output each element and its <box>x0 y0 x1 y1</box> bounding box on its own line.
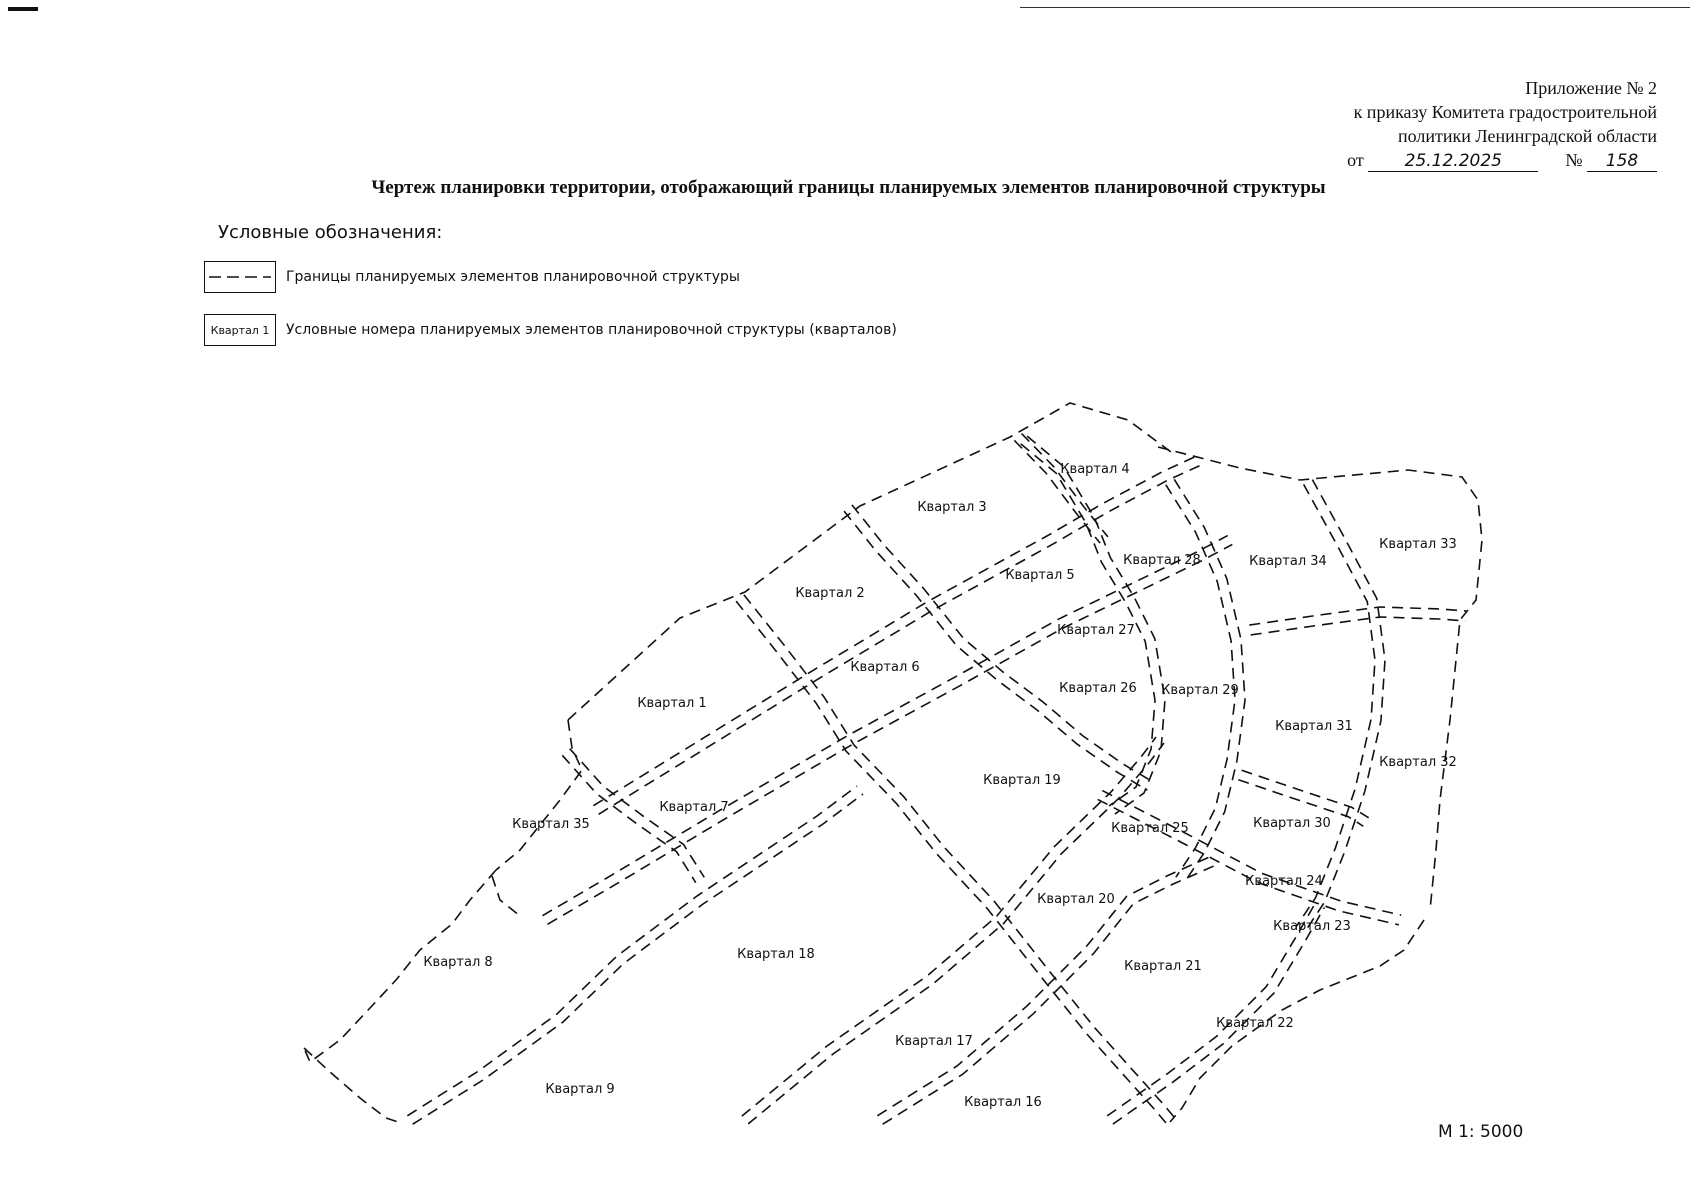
road-diagonal-south-1-edge-a <box>747 742 1165 1125</box>
outer-boundary-southeast <box>1169 919 1425 1123</box>
order-number: 158 <box>1587 151 1657 172</box>
quarter-label: Квартал 17 <box>895 1034 973 1049</box>
quarter-label: Квартал 35 <box>512 817 590 832</box>
legend-boundary-text: Границы планируемых элементов планировоч… <box>286 269 740 285</box>
quarter-label: Квартал 4 <box>1060 462 1129 477</box>
road-quarter-4-west-edge-a <box>1013 439 1101 544</box>
top-rule-line <box>1020 7 1690 8</box>
road-east-lower-edge-b <box>1241 769 1370 819</box>
road-diagonal-south-2-edge-b <box>876 854 1214 1117</box>
road-quarter-35-edge-a <box>561 754 697 884</box>
quarter-label: Квартал 27 <box>1057 623 1135 638</box>
quarter-label: Квартал 32 <box>1379 755 1457 770</box>
legend-item-boundary: Границы планируемых элементов планировоч… <box>204 261 740 293</box>
road-quarter-35-edge-b <box>569 748 705 878</box>
quarter-label: Квартал 22 <box>1216 1016 1294 1031</box>
quarter-label: Квартал 7 <box>659 800 728 815</box>
outer-boundary-north <box>567 402 1176 721</box>
quarter-label: Квартал 31 <box>1275 719 1353 734</box>
quarter-label: Квартал 2 <box>795 586 864 601</box>
quarter-number-symbol: Квартал 1 <box>204 314 276 346</box>
quarter-35-south-edge <box>491 875 521 917</box>
road-south-east-edge-b <box>1101 789 1402 916</box>
appendix-header: Приложение № 2 к приказу Комитета градос… <box>1347 76 1657 172</box>
appendix-line-2: к приказу Комитета градостроительной <box>1353 102 1657 122</box>
quarter-labels: Квартал 1 Квартал 2 Квартал 3 Квартал 4 Квар… <box>423 462 1457 1110</box>
order-date: 25.12.2025 <box>1368 151 1539 172</box>
legend-quarter-number-text: Условные номера планируемых элементов пл… <box>286 322 897 338</box>
quarter-label: Квартал 6 <box>850 660 919 675</box>
road-diagonal-middle-edge-a <box>547 543 1233 926</box>
road-ring-outer-edge-a <box>1295 484 1376 928</box>
appendix-line-1: Приложение № 2 <box>1525 78 1657 98</box>
road-ring-outer-edge-b <box>1303 479 1386 934</box>
road-north-south-east-edge-a <box>843 510 1148 791</box>
number-prefix: № <box>1565 150 1583 170</box>
legend-heading: Условные обозначения: <box>218 222 443 243</box>
road-quarter-4-west-edge-b <box>1021 432 1109 538</box>
road-east-cross-edge-b <box>1249 606 1467 626</box>
quarter-label: Квартал 9 <box>545 1082 614 1097</box>
road-east-lower-edge-a <box>1238 778 1364 827</box>
road-ring-middle-edge-b <box>1173 478 1246 884</box>
quarter-label: Квартал 26 <box>1059 681 1137 696</box>
road-ring-middle-edge-a <box>1165 484 1236 878</box>
outer-boundary-southwest <box>303 869 497 1064</box>
boundary-lines <box>303 402 1483 1125</box>
quarter-label: Квартал 18 <box>737 947 815 962</box>
quarter-label: Квартал 28 <box>1123 553 1201 568</box>
quarter-label: Квартал 19 <box>983 773 1061 788</box>
quarter-label: Квартал 1 <box>637 696 706 711</box>
road-diagonal-south-3-edge-a <box>1112 907 1326 1125</box>
quarter-label: Квартал 3 <box>917 500 986 515</box>
quarter-label: Квартал 25 <box>1111 821 1189 836</box>
quarter-label: Квартал 29 <box>1161 683 1239 698</box>
road-south-east-edge-a <box>1097 798 1400 926</box>
outer-boundary-east <box>1157 446 1483 911</box>
road-diagonal-south-3-edge-b <box>1106 902 1317 1117</box>
quarter-label: Квартал 33 <box>1379 537 1457 552</box>
road-diagonal-south-1-edge-b <box>741 736 1157 1117</box>
quarter-label: Квартал 16 <box>964 1095 1042 1110</box>
dashed-boundary-symbol <box>204 261 276 293</box>
road-ring-inner-edge-b <box>1026 435 1166 815</box>
road-southwest-edge-a <box>412 793 864 1125</box>
road-diagonal-middle-edge-b <box>542 534 1229 917</box>
road-diagonal-north-edge-a <box>598 463 1203 815</box>
quarter-label: Квартал 24 <box>1245 874 1323 889</box>
quarter-label: Квартал 20 <box>1037 892 1115 907</box>
quarter-label: Квартал 34 <box>1249 554 1327 569</box>
southwest-end <box>303 1047 399 1123</box>
appendix-date-number-line: от 25.12.2025 № 158 <box>1347 148 1657 172</box>
road-southwest-edge-b <box>406 785 858 1117</box>
quarter-label: Квартал 5 <box>1005 568 1074 583</box>
document-title: Чертеж планировки территории, отображающ… <box>371 177 1326 198</box>
appendix-line-3: политики Ленинградской области <box>1397 126 1657 146</box>
legend-item-quarter-number: Квартал 1 Условные номера планируемых эл… <box>204 314 897 346</box>
map-scale: М 1: 5000 <box>1438 1122 1524 1142</box>
road-diagonal-north-edge-b <box>592 454 1199 807</box>
corner-registration-mark <box>8 7 38 11</box>
dashed-line-icon <box>209 276 271 278</box>
date-prefix: от <box>1347 150 1364 170</box>
road-north-south-east-edge-b <box>851 504 1153 783</box>
quarter-label: Квартал 30 <box>1253 816 1331 831</box>
road-east-cross-edge-a <box>1250 616 1466 636</box>
road-diagonal-south-2-edge-a <box>882 863 1218 1125</box>
quarter-label: Квартал 8 <box>423 955 492 970</box>
quarter-label: Квартал 23 <box>1273 919 1351 934</box>
road-ring-inner-edge-a <box>1020 443 1156 807</box>
quarter-label: Квартал 21 <box>1124 959 1202 974</box>
outer-boundary-west <box>495 719 583 871</box>
